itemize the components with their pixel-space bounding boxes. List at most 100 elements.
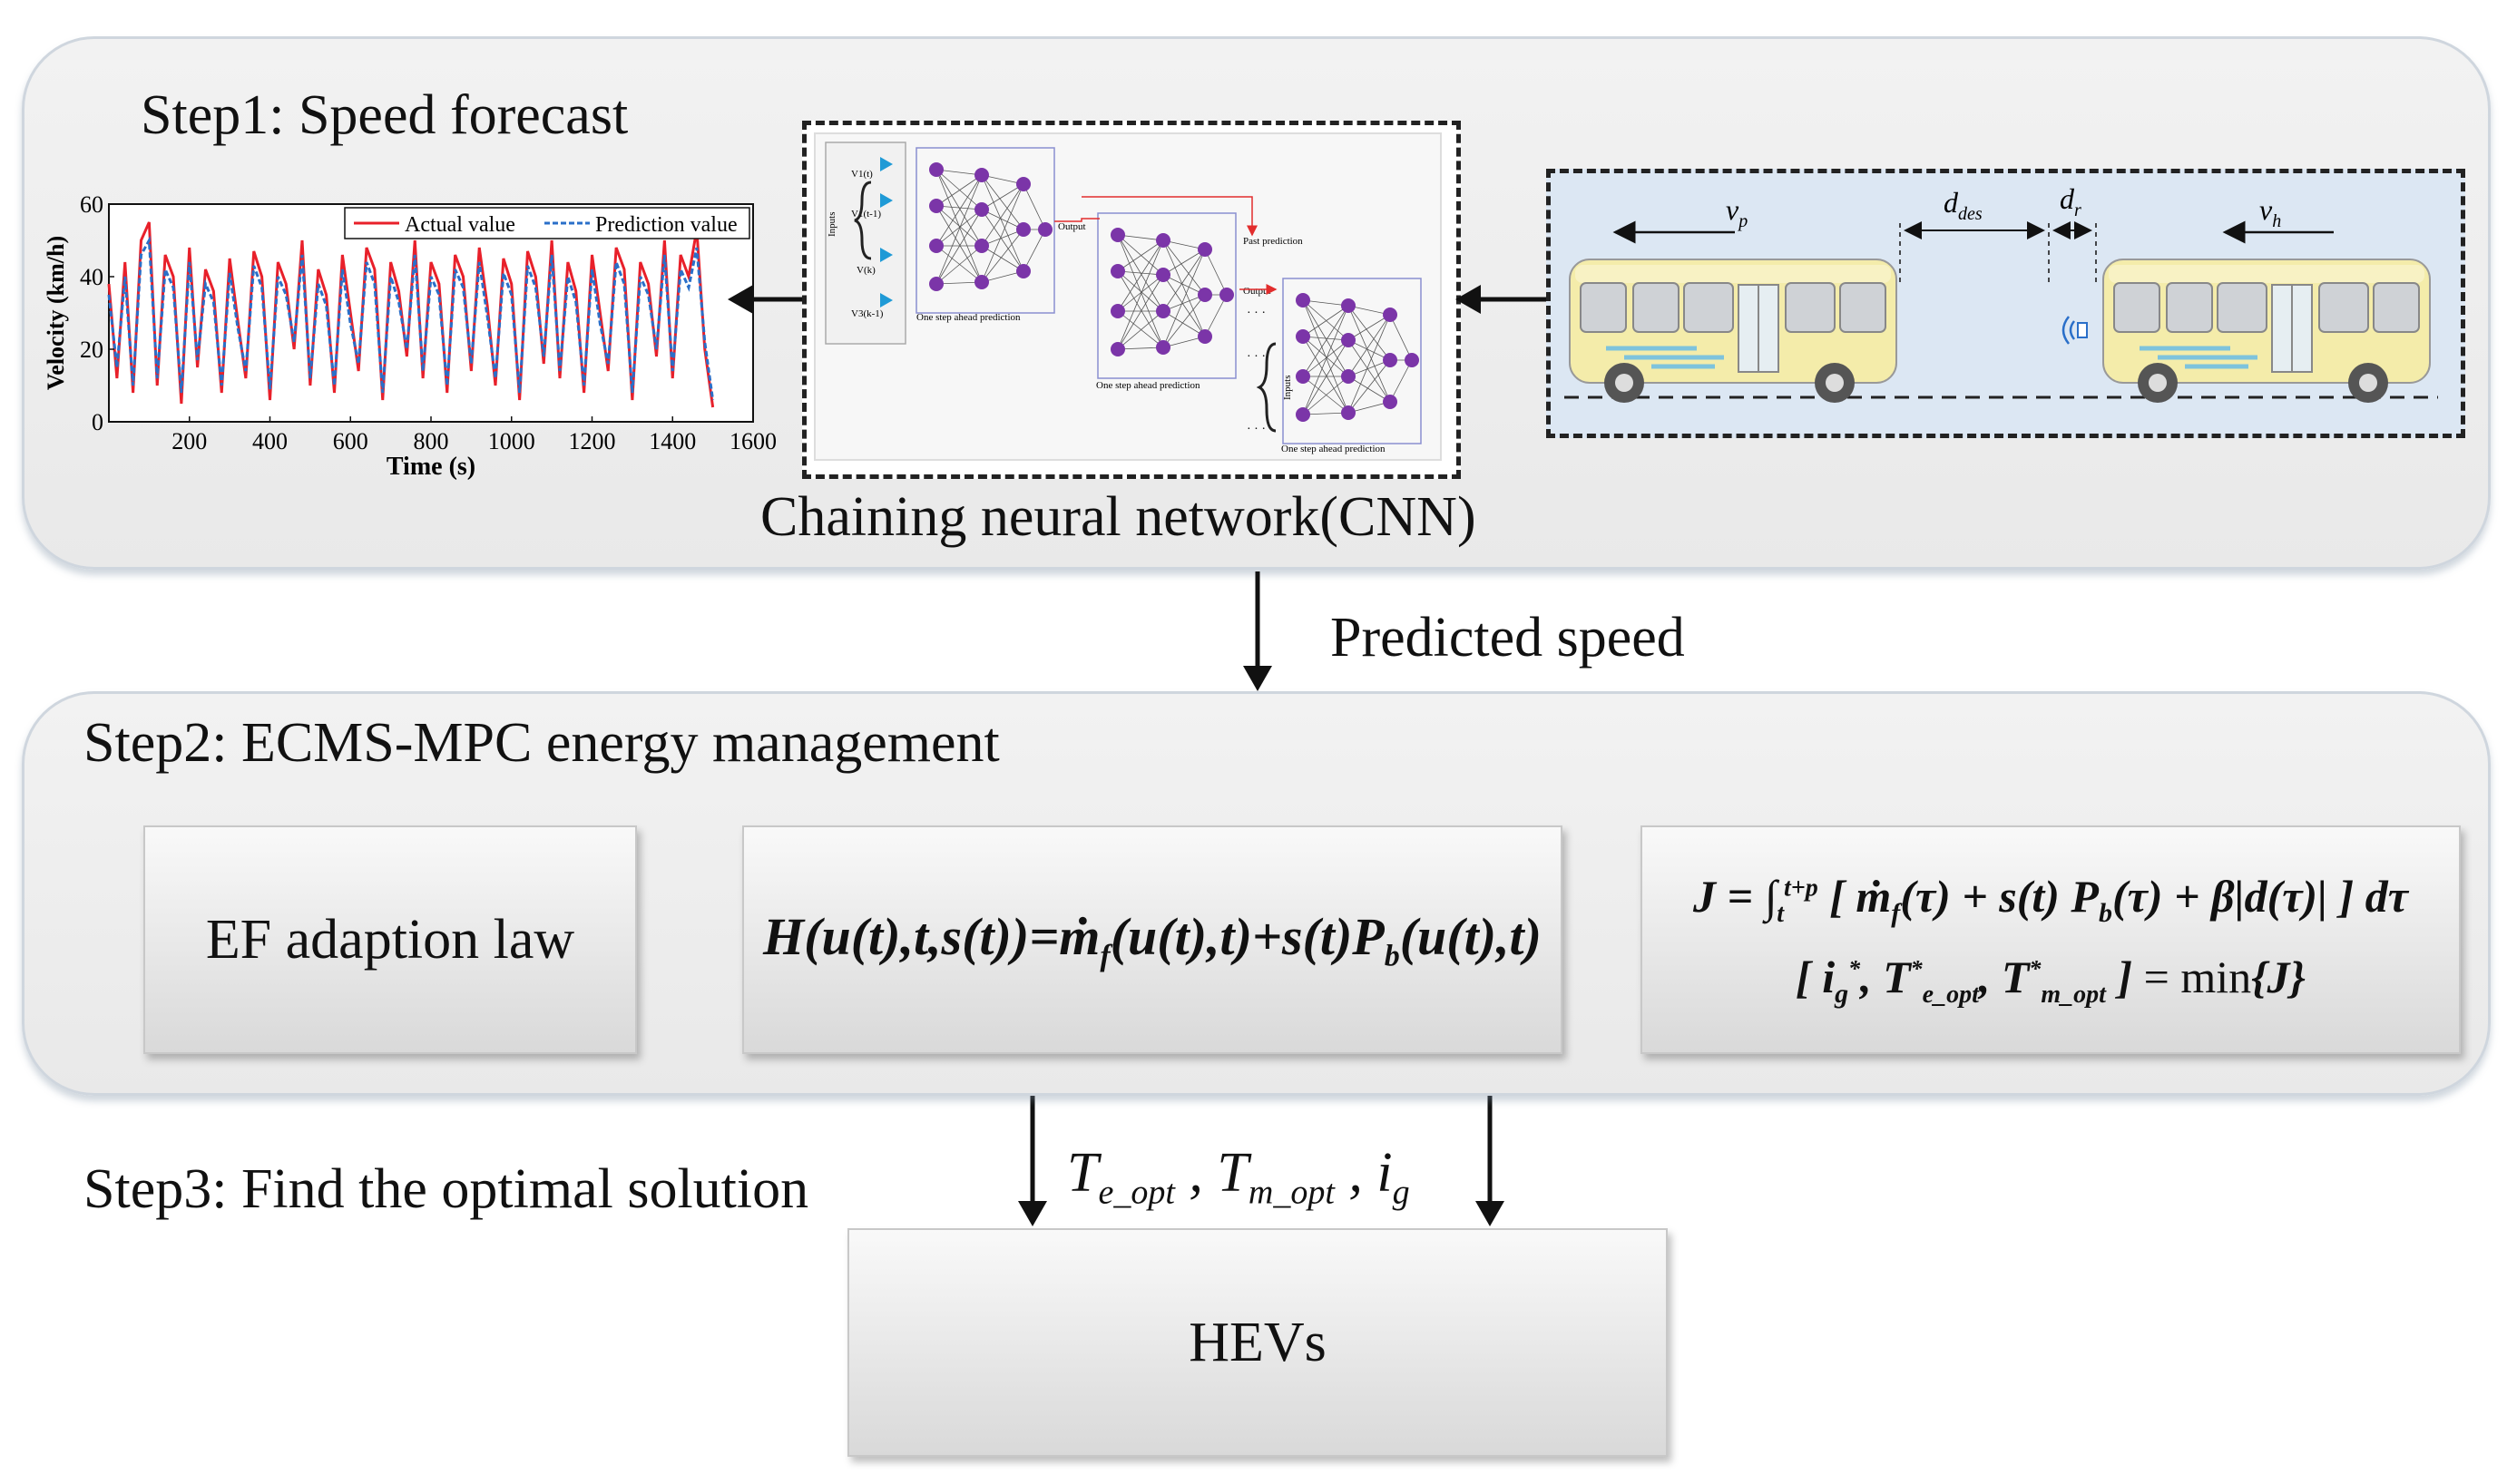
cnn-node (1341, 405, 1356, 420)
cnn-block-3 (1282, 278, 1422, 444)
legend-box (344, 207, 750, 239)
cnn-node (1111, 342, 1125, 356)
cnn-node (1383, 353, 1397, 367)
cnn-output-1: Output (1058, 221, 1086, 232)
hevs-box: HEVs (847, 1228, 1668, 1457)
cnn-block-1 (916, 147, 1055, 314)
cnn-node (1111, 304, 1125, 318)
cnn-node (1341, 333, 1356, 347)
x-tick-label-5: 1200 (569, 428, 616, 454)
x-tick-label-2: 600 (333, 428, 368, 454)
cnn-node (929, 199, 944, 213)
svg-text:· · ·: · · · (1247, 423, 1266, 436)
cnn-node (929, 239, 944, 253)
cnn-node (1383, 308, 1397, 322)
cnn-node (1111, 228, 1125, 242)
ef-adaption-law-box: EF adaption law (143, 825, 637, 1054)
label-ddes: ddes (1944, 186, 1983, 224)
x-axis-label: Time (s) (387, 453, 475, 481)
cnn-block-2 (1097, 212, 1237, 379)
cnn-node (1156, 233, 1170, 248)
cnn-output-2: Output (1243, 286, 1271, 297)
velocity-chart: 200 400 600 800 1000 1200 1400 1600 0 20 40 60Time … (43, 191, 777, 481)
cnn-input-v1: V1(t) (851, 169, 873, 180)
cnn-node (974, 202, 989, 217)
cnn-node (974, 239, 989, 253)
x-tick-label-3: 800 (414, 428, 449, 454)
label-dr: dr (2060, 182, 2081, 220)
cnn-node (1405, 353, 1419, 367)
cnn-one-step-3: One step ahead prediction (1281, 444, 1386, 454)
cnn-input-v3: V3(k-1) (851, 308, 884, 319)
cnn-node (974, 168, 989, 182)
y-tick-label-1: 20 (80, 337, 103, 363)
cost-function-equation: J = ∫tt+p [ ṁf(τ) + s(t) Pb(τ) + β|d(τ)|… (1693, 871, 2408, 928)
cnn-node (1016, 177, 1031, 191)
cnn-past-prediction: Past prediction (1243, 236, 1303, 247)
cnn-node (1296, 407, 1310, 422)
step2-title: Step2: ECMS-MPC energy management (83, 712, 1000, 774)
y-tick-label-0: 0 (92, 409, 103, 435)
legend-label-0: Actual value (405, 213, 515, 237)
cnn-node (1016, 264, 1031, 278)
cnn-one-step-1: One step ahead prediction (916, 312, 1021, 323)
cnn-inputs-label: Inputs (827, 212, 837, 238)
cnn-node (1016, 222, 1031, 237)
cnn-caption: Chaining neural network(CNN) (760, 486, 1476, 548)
cnn-node (1219, 288, 1234, 302)
cnn-node (1198, 329, 1212, 344)
cnn-node (1296, 293, 1310, 308)
input-arrow-2 (880, 193, 893, 208)
input-arrow-1 (880, 157, 893, 171)
cnn-diagram: Inputs V1(t) V1(t-1) V(k) V3(k-1) One st… (814, 132, 1442, 461)
cost-function-box: J = ∫tt+p [ ṁf(τ) + s(t) Pb(τ) + β|d(τ)|… (1640, 825, 2461, 1054)
cnn-node (1198, 242, 1212, 257)
rear-bus-icon (2102, 259, 2431, 403)
front-bus-icon (1569, 259, 1897, 403)
label-vh: vh (2259, 193, 2281, 231)
cnn-node (1341, 369, 1356, 384)
predicted-speed-label: Predicted speed (1330, 607, 1685, 669)
x-tick-label-0: 200 (171, 428, 207, 454)
cnn-node (1156, 340, 1170, 355)
label-vp: vp (1726, 193, 1748, 231)
cnn-node (974, 275, 989, 289)
legend-label-1: Prediction value (595, 213, 738, 237)
series-line-1 (107, 235, 715, 401)
x-tick-label-4: 1000 (488, 428, 535, 454)
input-arrow-4 (880, 293, 893, 308)
hevs-label: HEVs (1189, 1311, 1327, 1373)
cnn-node (1341, 298, 1356, 313)
hamiltonian-equation: H(u(t),t,s(t))=ṁf(u(t),t)+s(t)Pb(u(t),t) (763, 906, 1542, 973)
cnn-node (929, 162, 944, 177)
cnn-node (1111, 264, 1125, 278)
cnn-node (929, 277, 944, 291)
cnn-inputs-label-2: Inputs (1282, 376, 1293, 401)
cnn-input-vk: V(k) (857, 265, 876, 276)
cnn-node (1156, 268, 1170, 282)
signal-icon (2061, 316, 2088, 345)
bus-scene: vp vh ddes dr (1564, 182, 2438, 403)
optimal-torque-label: Te_opt , Tm_opt , ig (1067, 1142, 1410, 1212)
input-arrow-3 (880, 248, 893, 262)
cnn-node (1038, 222, 1053, 237)
hamiltonian-box: H(u(t),t,s(t))=ṁf(u(t),t)+s(t)Pb(u(t),t) (742, 825, 1562, 1054)
optimum-equation: [ ig*, T*e_opt, T*m_opt ] = min{J} (1796, 952, 2306, 1009)
x-tick-label-7: 1600 (730, 428, 777, 454)
cnn-node (1383, 395, 1397, 409)
step3-title: Step3: Find the optimal solution (83, 1158, 809, 1220)
cnn-node (1156, 304, 1170, 318)
svg-text:· · ·: · · · (1247, 350, 1266, 364)
x-tick-label-6: 1400 (649, 428, 696, 454)
y-axis-label: Velocity (km/h) (43, 236, 69, 390)
cnn-node (1296, 369, 1310, 384)
x-tick-label-1: 400 (252, 428, 288, 454)
ef-adaption-law-label: EF adaption law (205, 908, 575, 971)
cnn-node (1198, 288, 1212, 302)
step1-title: Step1: Speed forecast (141, 84, 629, 146)
y-tick-label-2: 40 (80, 264, 103, 290)
cnn-node (1296, 329, 1310, 344)
cnn-one-step-2: One step ahead prediction (1096, 380, 1200, 391)
y-tick-label-3: 60 (80, 191, 103, 218)
svg-text:· · ·: · · · (1247, 307, 1266, 320)
